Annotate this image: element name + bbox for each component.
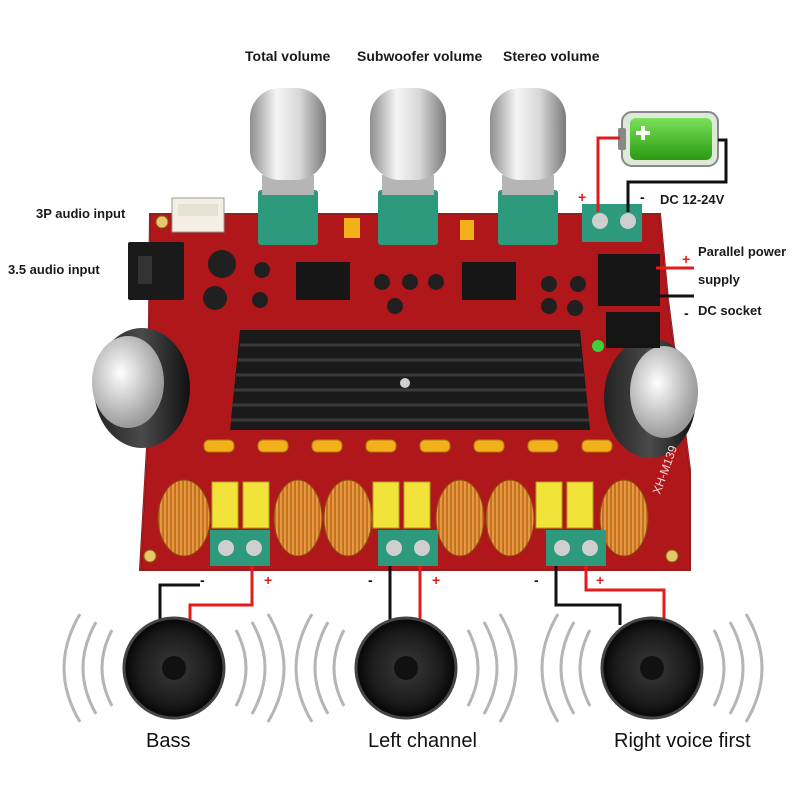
speaker-terminal-right xyxy=(546,530,606,566)
audio-35-label: 3.5 audio input xyxy=(8,262,100,277)
speaker-bass xyxy=(62,613,286,723)
stereo-volume-label: Stereo volume xyxy=(503,48,600,64)
parallel-power-label: Parallel power xyxy=(698,244,787,259)
power-terminal xyxy=(582,204,642,242)
polarity-minus-dc: - xyxy=(640,189,645,205)
dc-socket-label: DC socket xyxy=(698,303,762,318)
dc-socket xyxy=(598,254,660,306)
inductors xyxy=(157,479,649,557)
right-wire-black xyxy=(554,566,622,625)
large-capacitor-left xyxy=(92,328,190,448)
dc-range-label: DC 12-24V xyxy=(660,192,725,207)
supply-label: supply xyxy=(698,272,740,287)
polarity-plus-left: + xyxy=(432,572,440,588)
right-wire-red xyxy=(584,566,666,625)
ic-chip-2 xyxy=(462,262,516,300)
audio-3p-label: 3P audio input xyxy=(36,206,126,221)
connector-3p xyxy=(171,197,225,233)
bass-wire-red xyxy=(188,566,254,625)
battery-wire-red xyxy=(596,136,620,212)
battery-wire-black xyxy=(626,138,728,212)
right-voice-label: Right voice first xyxy=(614,730,751,752)
left-channel-label: Left channel xyxy=(368,730,477,752)
speaker-left xyxy=(294,613,518,723)
speaker-terminal-bass xyxy=(210,530,270,566)
bass-label: Bass xyxy=(146,730,191,752)
speaker-terminal-left xyxy=(378,530,438,566)
subwoofer-volume-knob xyxy=(370,88,446,245)
polarity-plus-right: + xyxy=(596,572,604,588)
polarity-minus-right: - xyxy=(534,572,539,588)
total-volume-label: Total volume xyxy=(245,48,331,64)
stereo-volume-knob xyxy=(490,88,566,245)
audio-jack-35 xyxy=(128,242,184,300)
total-volume-knob xyxy=(250,88,326,245)
polarity-plus-bass: + xyxy=(264,572,272,588)
subwoofer-volume-label: Subwoofer volume xyxy=(357,48,483,64)
status-led xyxy=(592,340,604,352)
large-capacitor-right xyxy=(604,338,698,458)
polarity-plus-parallel: + xyxy=(682,251,690,267)
bass-wire-black xyxy=(158,583,200,625)
polarity-minus-parallel: - xyxy=(684,305,689,321)
heatsink xyxy=(230,330,590,430)
polarity-minus-left: - xyxy=(368,572,373,588)
polarity-minus-bass: - xyxy=(200,572,205,588)
speaker-right xyxy=(540,613,764,723)
ic-chip-1 xyxy=(296,262,350,300)
battery-icon xyxy=(618,111,719,167)
polarity-plus-dc: + xyxy=(578,189,586,205)
